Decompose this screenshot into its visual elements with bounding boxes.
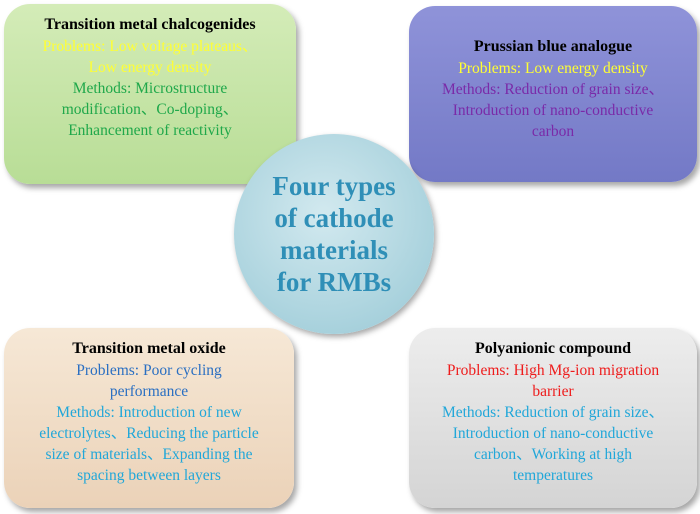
methods-line: electrolytes、Reducing the particle [39, 425, 259, 442]
problems-text: Problems: Low voltage plateaus、 Low ener… [12, 36, 288, 78]
methods-text: Methods: Introduction of new electrolyte… [12, 402, 286, 486]
methods-line: Introduction of nano-conductive [452, 102, 654, 119]
methods-line: Methods: Reduction of grain size、 [441, 81, 665, 98]
center-title: Four types of cathode materials for RMBs [249, 170, 419, 298]
center-circle: Four types of cathode materials for RMBs [234, 134, 434, 334]
methods-line: Enhancement of reactivity [68, 122, 232, 139]
methods-line: size of materials、Expanding the [45, 446, 253, 463]
methods-line: Methods: Reduction of grain size、 [441, 404, 665, 421]
center-title-line: of cathode [274, 203, 394, 233]
card-transition-metal-chalcogenides: Transition metal chalcogenides Problems:… [4, 4, 296, 184]
center-title-line: for RMBs [276, 267, 392, 297]
methods-line: Introduction of nano-conductive [452, 425, 654, 442]
methods-text: Methods: Reduction of grain size、 Introd… [417, 79, 689, 142]
problems-line: Low energy density [88, 59, 212, 76]
problems-line: performance [109, 383, 189, 400]
problems-line: Problems: High Mg-ion migration [446, 362, 660, 379]
card-title: Transition metal oxide [72, 340, 226, 357]
card-prussian-blue-analogue: Prussian blue analogue Problems: Low ene… [409, 6, 697, 182]
methods-line: Methods: Microstructure [72, 80, 228, 97]
problems-line: Problems: Poor cycling [76, 362, 222, 379]
card-title: Polyanionic compound [474, 340, 632, 357]
methods-line: spacing between layers [77, 467, 221, 484]
center-title-line: Four types [272, 171, 396, 201]
problems-line: barrier [532, 383, 574, 400]
problems-line: Problems: Low energy density [458, 60, 648, 77]
methods-line: temperatures [512, 467, 594, 484]
methods-text: Methods: Microstructure modification、Co-… [12, 78, 288, 141]
problems-line: Problems: Low voltage plateaus、 [42, 38, 258, 55]
problems-text: Problems: Poor cycling performance [12, 360, 286, 402]
methods-text: Methods: Reduction of grain size、 Introd… [417, 402, 689, 486]
card-polyanionic-compound: Polyanionic compound Problems: High Mg-i… [409, 328, 697, 508]
methods-line: modification、Co-doping、 [61, 101, 239, 118]
card-title: Prussian blue analogue [473, 38, 633, 55]
card-title: Transition metal chalcogenides [44, 16, 256, 33]
center-title-line: materials [280, 235, 388, 265]
problems-text: Problems: High Mg-ion migration barrier [417, 360, 689, 402]
problems-text: Problems: Low energy density [417, 58, 689, 79]
methods-line: carbon、Working at high [473, 446, 633, 463]
methods-line: Methods: Introduction of new [56, 404, 242, 421]
methods-line: carbon [531, 123, 575, 140]
card-transition-metal-oxide: Transition metal oxide Problems: Poor cy… [4, 328, 294, 508]
